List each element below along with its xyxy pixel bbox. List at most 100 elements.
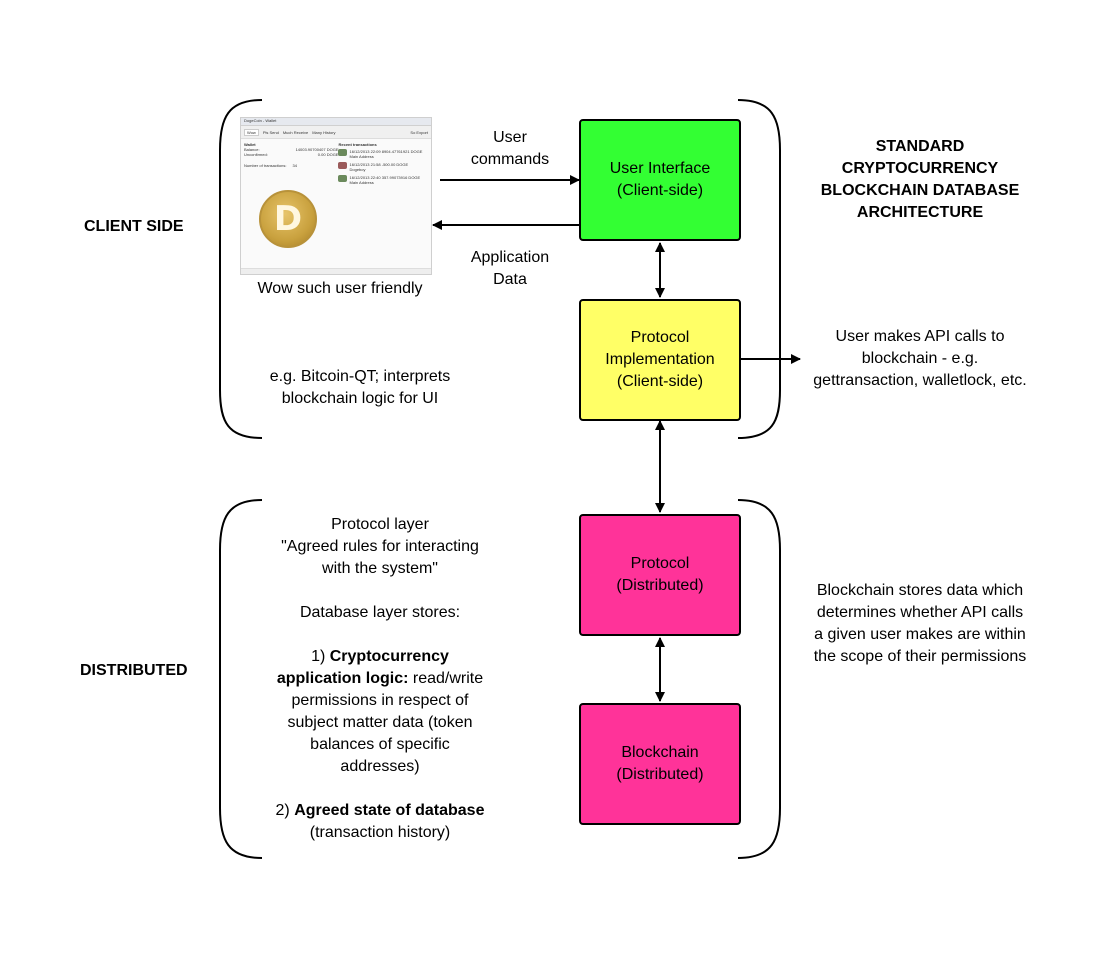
wallet-numtx-value: 34 [292,163,297,168]
protocol-layer-line1: Protocol layer [331,516,429,533]
wallet-tx-line2: Dogeboy [349,167,366,172]
blockchain-box: Blockchain (Distributed) [579,703,741,825]
item1-line1: 1) Cryptocurrency [240,646,520,668]
wallet-export: So Export [410,129,428,135]
protocol-layer-text: Protocol layer "Agreed rules for interac… [240,514,520,844]
user-interface-line1: User Interface [609,160,711,177]
client-note: e.g. Bitcoin-QT; interprets blockchain l… [240,366,480,410]
wallet-tab-receive: Much Receive [282,129,309,135]
wallet-tab-history: Many History [312,129,336,135]
api-note-line3: gettransaction, walletlock, etc. [813,372,1027,389]
protocol-layer-line3: with the system" [322,560,438,577]
api-note-line1: User makes API calls to [835,328,1005,345]
title-line-3: BLOCKCHAIN DATABASE [820,182,1020,199]
wallet-recent: Recent transactions 16/12/2013 22:09 890… [338,142,428,188]
wallet-tx-line1: 16/12/2013 21:58 -500.00 DOGE [349,162,409,167]
client-left-bracket [219,99,263,439]
distributed-right-bracket [737,499,781,859]
protocol-impl-line3: (Client-side) [616,373,704,390]
item2-line2: (transaction history) [309,824,451,841]
wallet-unconfirmed-label: Unconfirmed: [244,152,268,157]
wallet-recent-header: Recent transactions [338,142,377,147]
item1-line6: addresses) [340,758,420,775]
client-side-label: CLIENT SIDE [84,218,184,235]
item2-line1: 2) Agreed state of database [240,800,520,822]
diagram-title: STANDARD CRYPTOCURRENCY BLOCKCHAIN DATAB… [790,136,1050,224]
protocol-box: Protocol (Distributed) [579,514,741,636]
wallet-window-title: DogeCoin - Wallet [241,118,431,126]
wallet-unconfirmed-value: 0.00 DOGE [317,152,339,157]
client-right-bracket [737,99,781,439]
user-interface-line2: (Client-side) [616,182,704,199]
wallet-tx-line1: 16/12/2013 22:09 8904.47761921 DOGE [349,149,423,154]
protocol-impl-line2: Implementation [605,351,715,368]
wallet-tx-line2: Main Address [349,154,374,159]
protocol-line1: Protocol [630,555,690,572]
spacer [240,580,520,602]
wallet-unconfirmed-row: Unconfirmed: 0.00 DOGE [244,152,338,157]
user-commands-line2: commands [470,151,550,168]
blockchain-line2: (Distributed) [616,766,704,783]
application-data-label: Application Data [455,247,565,291]
spacer [240,624,520,646]
wallet-tx-text: 16/12/2013 21:58 -500.00 DOGE Dogeboy [349,162,408,172]
wallet-tab-bar: Wow Pls Send Much Receive Many History S… [241,126,431,139]
tx-icon [338,175,348,182]
wallet-tx-text: 16/12/2013 22:09 8904.47761921 DOGE Main… [349,149,422,159]
user-commands-label: User commands [470,127,550,171]
wallet-tab-wow: Wow [244,128,259,136]
item1-line4: subject matter data (token [287,714,473,731]
user-commands-line1: User [493,129,527,146]
wallet-tx-row: 16/12/2013 22:09 8904.47761921 DOGE Main… [338,149,428,159]
wallet-status-bar [241,268,431,274]
item1-rest-a: read/write [408,670,484,687]
wallet-header: Wallet [244,142,256,147]
item1-line5: balances of specific [310,736,450,753]
application-data-line2: Data [493,271,527,288]
title-line-1: STANDARD [875,138,965,155]
distributed-note-line1: Blockchain stores data which [816,582,1024,599]
item2-bold: Agreed state of database [294,802,485,819]
client-note-line1: e.g. Bitcoin-QT; interprets [269,368,451,385]
title-line-4: ARCHITECTURE [856,204,984,221]
protocol-line2: (Distributed) [616,577,704,594]
protocol-implementation-box: Protocol Implementation (Client-side) [579,299,741,421]
distributed-note-line4: the scope of their permissions [813,648,1027,665]
distributed-note-line3: a given user makes are within [814,626,1026,643]
wallet-body: Wallet Balance: 14003.90700407 DOGE Unco… [241,139,431,191]
title-line-2: CRYPTOCURRENCY [841,160,999,177]
wallet-tx-line1: 16/12/2013 22:40 357.99073916 DOGE [349,175,421,180]
distributed-note-line2: determines whether API calls [816,604,1024,621]
wallet-tab-send: Pls Send [262,129,279,135]
wallet-tx-line2: Main Address [349,180,374,185]
item1-line2: application logic: read/write [240,668,520,690]
wallet-balance-row: Balance: 14003.90700407 DOGE [244,147,338,152]
tx-icon [338,149,348,156]
item1-bold-a: Cryptocurrency [329,648,449,665]
api-note: User makes API calls to blockchain - e.g… [790,326,1050,392]
item1-bold-b: application logic: [276,670,409,687]
distributed-note: Blockchain stores data which determines … [790,580,1050,668]
tx-icon [338,162,348,169]
distributed-left-bracket [219,499,263,859]
wallet-tx-row: 16/12/2013 22:40 357.99073916 DOGE Main … [338,175,428,185]
distributed-label: DISTRIBUTED [80,662,188,679]
blockchain-line1: Blockchain [621,744,699,761]
screenshot-caption: Wow such user friendly [257,280,423,297]
wallet-tx-text: 16/12/2013 22:40 357.99073916 DOGE Main … [349,175,420,185]
database-layer-header: Database layer stores: [299,604,461,621]
item1-line3: permissions in respect of [291,692,469,709]
wallet-balance-label: Balance: [244,147,260,152]
item2-prefix: 2) [275,802,295,819]
api-note-line2: blockchain - e.g. [861,350,979,367]
item1-prefix: 1) [311,648,330,665]
client-note-line2: blockchain logic for UI [281,390,439,407]
protocol-impl-line1: Protocol [630,329,690,346]
wallet-tx-row: 16/12/2013 21:58 -500.00 DOGE Dogeboy [338,162,428,172]
application-data-line1: Application [470,249,550,266]
wallet-summary: Wallet Balance: 14003.90700407 DOGE Unco… [244,142,338,188]
wallet-screenshot: DogeCoin - Wallet Wow Pls Send Much Rece… [240,117,432,275]
dogecoin-logo-icon: D [259,190,317,248]
spacer [240,778,520,800]
